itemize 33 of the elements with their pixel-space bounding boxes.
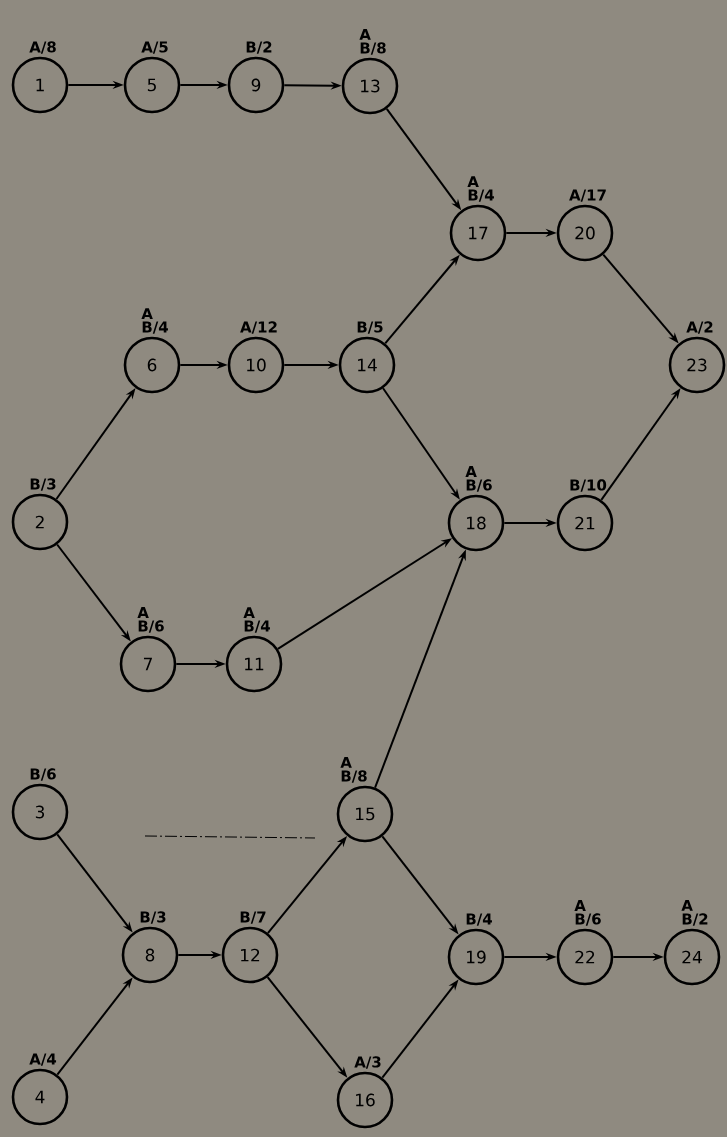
resource-label: A bbox=[340, 756, 352, 768]
duration-label: B/2 bbox=[682, 913, 708, 926]
duration-label: A/17 bbox=[569, 189, 606, 202]
duration-label: B/4 bbox=[142, 321, 168, 334]
duration-label: A/5 bbox=[141, 41, 168, 54]
resource-label: A bbox=[141, 308, 153, 320]
duration-label: B/3 bbox=[30, 478, 56, 491]
duration-label: A/12 bbox=[240, 321, 277, 334]
duration-label: B/6 bbox=[466, 479, 492, 492]
duration-label: B/6 bbox=[138, 620, 164, 633]
resource-label: A bbox=[465, 465, 477, 477]
duration-label: B/8 bbox=[341, 770, 367, 783]
resource-label: A bbox=[467, 176, 479, 188]
duration-label: A/3 bbox=[354, 1056, 381, 1069]
duration-label: A/4 bbox=[29, 1053, 57, 1066]
resource-label: A bbox=[359, 28, 371, 40]
duration-label: A/8 bbox=[29, 41, 56, 54]
duration-label: B/5 bbox=[357, 321, 383, 334]
duration-label: A/2 bbox=[686, 321, 713, 334]
duration-label: B/10 bbox=[570, 479, 607, 492]
resource-label: A bbox=[681, 899, 693, 911]
duration-label: B/3 bbox=[140, 911, 166, 924]
duration-label: B/8 bbox=[360, 42, 386, 55]
duration-label: B/6 bbox=[575, 913, 601, 926]
resource-label: A bbox=[574, 899, 586, 911]
duration-label: B/7 bbox=[240, 911, 266, 924]
resource-label: A bbox=[137, 606, 149, 618]
duration-label: B/2 bbox=[246, 41, 272, 54]
duration-label: B/4 bbox=[466, 913, 492, 926]
duration-label: B/4 bbox=[468, 189, 494, 202]
duration-label: B/4 bbox=[244, 620, 270, 633]
duration-label: B/6 bbox=[30, 768, 56, 781]
resource-label: A bbox=[243, 607, 255, 619]
